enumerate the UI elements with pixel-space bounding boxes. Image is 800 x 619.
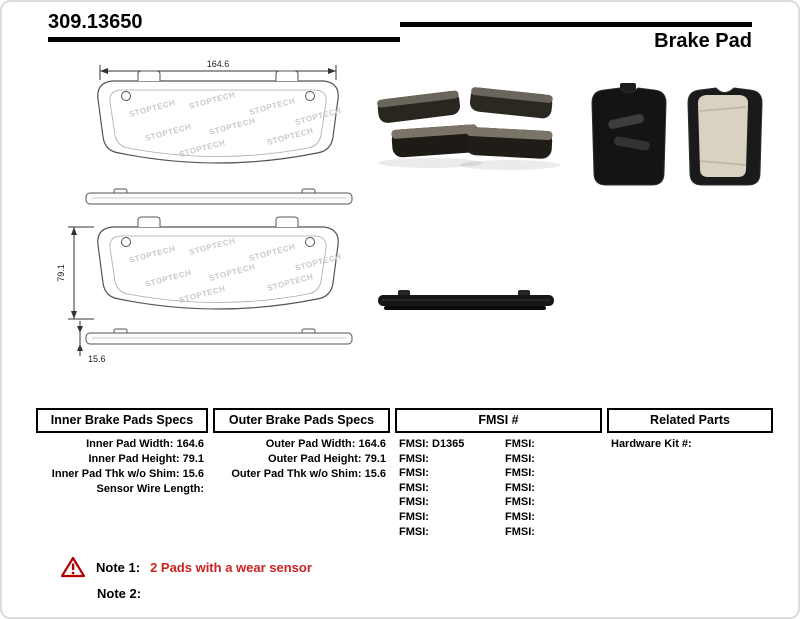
fmsi-cell: FMSI: D1365	[399, 438, 465, 450]
inner-spec-row: Inner Pad Thk w/o Shim: 15.6	[51, 468, 204, 480]
width-dim-label: 164.6	[207, 59, 230, 69]
fmsi-cell: FMSI:	[399, 525, 429, 538]
fmsi-row: FMSI: FMSI:	[395, 452, 602, 467]
note-1: Note 1: 2 Pads with a wear sensor	[60, 555, 798, 579]
photo-pad-back-and-face	[591, 83, 763, 186]
fmsi-row: FMSI: FMSI:	[395, 481, 602, 496]
fmsi-cell: FMSI:	[505, 438, 535, 450]
header: 309.13650 Brake Pad	[2, 2, 798, 53]
pad-edge-strip-bottom	[85, 328, 353, 345]
fmsi-header: FMSI #	[395, 408, 602, 433]
fmsi-cell: FMSI:	[505, 525, 535, 538]
thickness-dimension: 15.6	[77, 321, 106, 364]
header-right: Brake Pad	[400, 10, 752, 53]
outer-spec-row: Outer Pad Width: 164.6	[265, 438, 386, 450]
pad-photo	[469, 87, 553, 119]
fmsi-cell: FMSI:	[399, 481, 429, 494]
pad-edge-strip-top	[85, 188, 353, 205]
fmsi-cell: FMSI:	[399, 467, 429, 480]
notes: Note 1: 2 Pads with a wear sensor Note 2…	[2, 555, 798, 601]
fmsi-cell: FMSI:	[505, 496, 535, 509]
header-rule-right	[400, 22, 752, 27]
outer-specs-column: Outer Brake Pads Specs Outer Pad Width: …	[213, 408, 390, 539]
pad-photo	[391, 124, 479, 158]
note1-label: Note 1:	[96, 559, 141, 575]
fmsi-cell: FMSI:	[505, 467, 535, 480]
fmsi-cell: FMSI:	[505, 510, 535, 523]
pad-drawing-top: STOPTECH STOPTECH STOPTECH STOPTECH STOP…	[97, 70, 342, 164]
inner-spec-row: Inner Pad Height: 79.1	[88, 453, 204, 465]
height-dim-label: 79.1	[56, 264, 66, 282]
fmsi-cell: FMSI:	[399, 496, 429, 509]
inner-spec-row: Sensor Wire Length:	[96, 483, 204, 495]
related-parts-column: Related Parts Hardware Kit #:	[607, 408, 773, 539]
note2-label: Note 2:	[97, 586, 142, 602]
fmsi-column: FMSI # FMSI: D1365 FMSI: FMSI: FMSI: FMS…	[395, 408, 602, 539]
photo-pad-edge-view	[378, 290, 554, 310]
part-number: 309.13650	[48, 11, 143, 33]
photo-brake-pads-set	[377, 87, 560, 170]
pad-backing-photo	[591, 83, 667, 186]
width-dimension: 164.6	[99, 59, 337, 80]
header-left: 309.13650	[48, 10, 400, 53]
inner-spec-row: Inner Pad Width: 164.6	[86, 438, 204, 450]
related-part-row: Hardware Kit #:	[611, 438, 692, 450]
thickness-dim-label: 15.6	[88, 354, 106, 364]
spec-tables: Inner Brake Pads Specs Inner Pad Width: …	[2, 408, 798, 539]
pad-drawing-bottom: STOPTECH STOPTECH STOPTECH STOPTECH STOP…	[97, 216, 342, 310]
related-parts-header: Related Parts	[607, 408, 773, 433]
outer-specs-header: Outer Brake Pads Specs	[213, 408, 390, 433]
pad-photo	[377, 90, 461, 123]
height-dimension: 79.1	[56, 226, 94, 320]
fmsi-cell: FMSI:	[505, 452, 535, 465]
fmsi-row: FMSI: D1365 FMSI:	[395, 437, 602, 452]
outer-spec-row: Outer Pad Thk w/o Shim: 15.6	[231, 468, 386, 480]
inner-specs-header: Inner Brake Pads Specs	[36, 408, 208, 433]
note-2: Note 2:	[60, 586, 798, 601]
visuals: 164.6 STOPTECH STOPTECH STOPTECH STOPTEC…	[2, 55, 798, 400]
fmsi-cell: FMSI:	[505, 481, 535, 494]
note1-text: 2 Pads with a wear sensor	[150, 559, 312, 575]
inner-specs-column: Inner Brake Pads Specs Inner Pad Width: …	[36, 408, 208, 539]
fmsi-cell: FMSI:	[399, 452, 429, 465]
outer-spec-row: Outer Pad Height: 79.1	[268, 453, 386, 465]
pad-friction-photo	[687, 87, 763, 186]
fmsi-row: FMSI: FMSI:	[395, 466, 602, 481]
fmsi-row: FMSI: FMSI:	[395, 495, 602, 510]
technical-drawing: 164.6 STOPTECH STOPTECH STOPTECH STOPTEC…	[56, 59, 353, 364]
product-type: Brake Pad	[654, 30, 752, 52]
fmsi-cell: FMSI:	[399, 510, 429, 523]
warning-icon	[60, 557, 86, 578]
fmsi-row: FMSI: FMSI:	[395, 525, 602, 540]
fmsi-row: FMSI: FMSI:	[395, 510, 602, 525]
header-rule-left	[48, 37, 400, 42]
pad-photo	[465, 126, 553, 159]
